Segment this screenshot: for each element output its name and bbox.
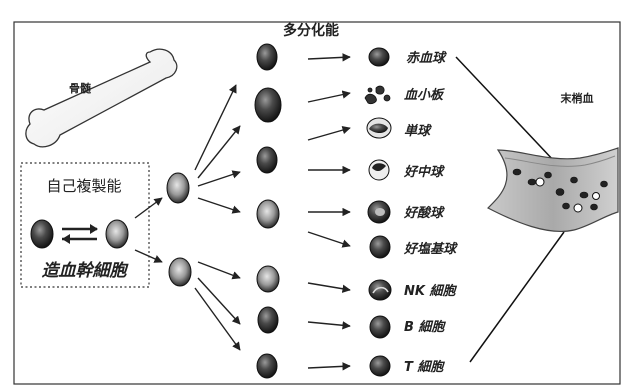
cell-label-monocyte: 単球 [404, 123, 432, 139]
cell-label-eosinophil: 好酸球 [403, 205, 445, 221]
neutrophil-icon [368, 159, 390, 181]
mature-cells [364, 47, 392, 377]
multipotency-title: 多分化能 [283, 22, 339, 39]
progenitor-to-intermediate-arrows [194, 84, 241, 351]
platelet-icon [364, 85, 391, 105]
cell-label-nk-cell: NK 細胞 [404, 283, 457, 299]
bone-illustration [25, 48, 178, 148]
cell-label-basophil: 好塩基球 [403, 241, 458, 257]
cell-label-t-cell: T 細胞 [404, 359, 445, 375]
peripheral-connector-lines [455, 56, 565, 363]
progenitor-cell-lower [168, 257, 192, 287]
stem-cell-left [30, 219, 54, 249]
self-renewal-label: 自己複製能 [46, 177, 121, 195]
self-renewal-arrows [62, 224, 98, 244]
blood-vessel-illustration [486, 147, 619, 232]
red-blood-cell-icon [368, 47, 390, 67]
bone-marrow-label: 骨髄 [69, 81, 92, 95]
intermediate-cell [254, 87, 282, 123]
intermediate-cell [256, 265, 280, 293]
figure-border [13, 21, 621, 385]
monocyte-icon [366, 117, 392, 139]
b-cell-icon [369, 315, 391, 339]
hematopoietic-stem-cell-label: 造血幹細胞 [42, 261, 130, 281]
intermediate-cells [254, 43, 282, 379]
intermediate-to-mature-arrows [307, 53, 351, 371]
self-renewal-box [20, 162, 150, 288]
cell-label-b-cell: B 細胞 [404, 319, 446, 335]
mature-cell-labels: 赤血球 血小板 単球 好中球 好酸球 好塩基球 NK 細胞 B 細胞 T 細胞 [403, 50, 458, 375]
intermediate-cell [256, 43, 278, 71]
progenitor-cell-upper [166, 172, 190, 204]
box-to-progenitor-arrows [134, 197, 163, 263]
intermediate-cell [257, 306, 279, 334]
stem-cell-right [105, 219, 129, 249]
cell-label-neutrophil: 好中球 [403, 164, 445, 180]
t-cell-icon [369, 355, 391, 377]
intermediate-cell [256, 146, 278, 174]
intermediate-cell [256, 353, 278, 379]
basophil-icon [369, 235, 391, 259]
intermediate-cell [256, 199, 280, 229]
peripheral-blood-label: 末梢血 [560, 91, 594, 105]
cell-label-erythrocyte: 赤血球 [406, 50, 447, 66]
cell-label-platelet: 血小板 [404, 87, 445, 103]
eosinophil-icon [367, 200, 391, 224]
nk-cell-icon [368, 279, 392, 301]
